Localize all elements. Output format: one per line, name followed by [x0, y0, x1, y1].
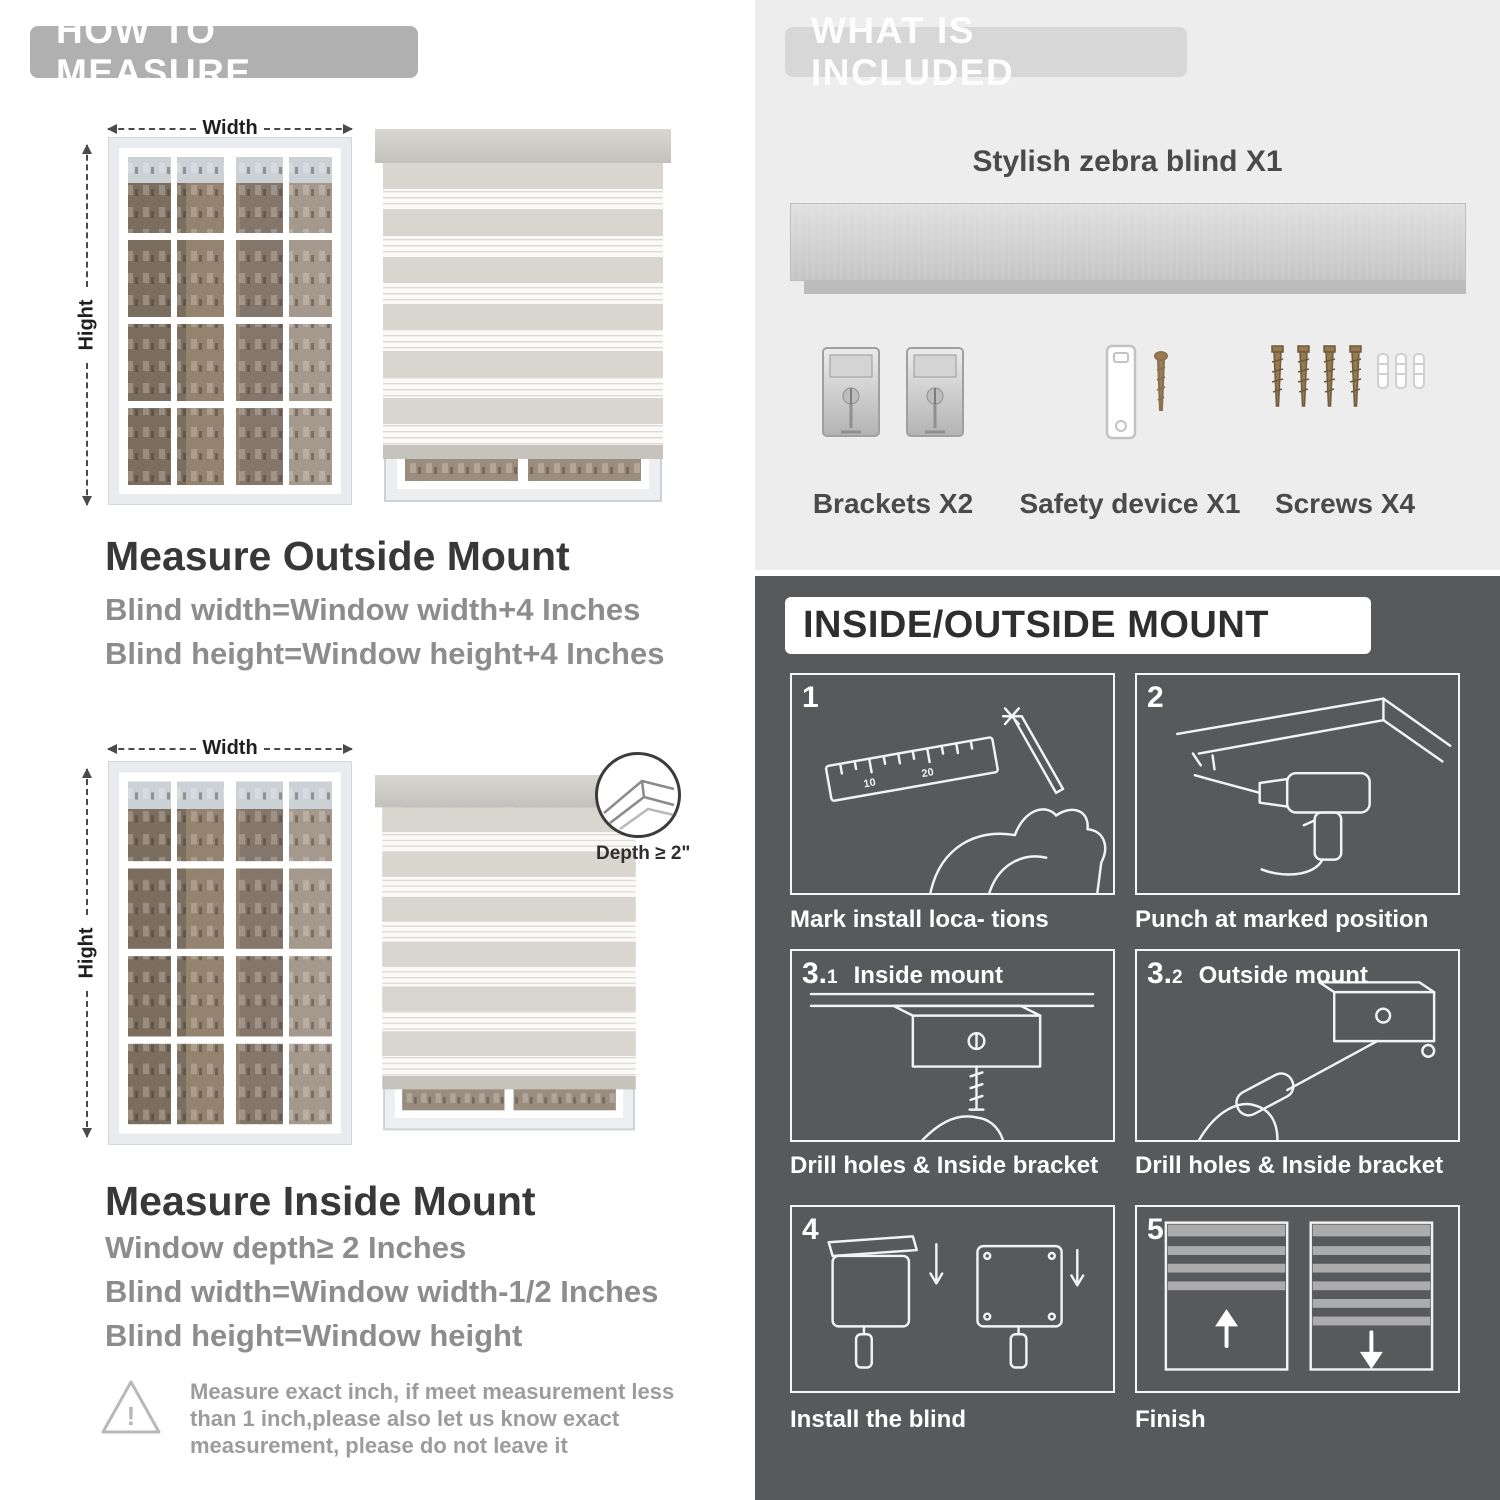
- step-4-art-install-blind: [827, 1235, 1085, 1369]
- step-number-sub: 1: [827, 967, 838, 988]
- step-1-caption: Mark install loca- tions: [790, 906, 1049, 933]
- step-5-caption: Finish: [1135, 1406, 1206, 1433]
- step-3-1-art-inside-bracket: [809, 992, 1095, 1140]
- brackets-label: Brackets X2: [812, 488, 974, 519]
- headrail-image: [790, 203, 1466, 281]
- step-4-number: 4: [802, 1213, 819, 1247]
- step-3-1-number: 3.1 Inside mount: [802, 957, 1003, 991]
- width-arrow-line-left: [106, 123, 197, 134]
- step-2-art-drill: [1175, 697, 1452, 876]
- step-1-number: 1: [802, 681, 819, 715]
- width-arrow-line-left: [106, 743, 197, 754]
- safety-device-icon: [1105, 344, 1168, 440]
- step-3-2-number: 3.2 Outside mount: [1147, 957, 1368, 991]
- note-line: measurement, please do not leave it: [190, 1433, 568, 1458]
- step-number-text: 3.: [1147, 957, 1173, 990]
- step-number-text: 2: [1147, 681, 1164, 714]
- inside-mount-diagram: Width Hight: [70, 725, 680, 1145]
- height-arrow-label: Hight: [75, 299, 98, 351]
- warning-triangle-icon: !: [101, 1380, 161, 1434]
- what-is-included-header: WHAT IS INCLUDED: [785, 10, 1187, 93]
- note-text: Measure exact inch, if meet measurement …: [190, 1378, 674, 1459]
- how-to-measure-header: HOW TO MEASURE: [30, 10, 418, 93]
- step-box-4: 4: [790, 1205, 1115, 1393]
- step-5-art-finish: [1164, 1221, 1434, 1371]
- ruler-mark-10: 10: [863, 777, 877, 791]
- step-5-number: 5: [1147, 1213, 1164, 1247]
- zebra-blind-illustration: [375, 129, 671, 502]
- outside-width-formula: Blind width=Window width+4 Inches: [105, 592, 641, 627]
- step-3-2-caption: Drill holes & Inside bracket: [1135, 1152, 1444, 1179]
- height-arrow-label-wrap: Hight: [76, 921, 98, 985]
- width-arrow: Width: [106, 737, 354, 760]
- outside-mount-diagram: Width Hight: [70, 105, 680, 520]
- width-arrow-line-right: [263, 743, 354, 754]
- safety-device-label: Safety device X1: [1019, 488, 1241, 519]
- width-arrow: Width: [106, 117, 354, 140]
- screws-label: Screws X4: [1274, 488, 1416, 519]
- step-box-3-1: 3.1 Inside mount: [790, 949, 1115, 1142]
- screws-icon: [1271, 345, 1425, 407]
- step-inner-label: Inside mount: [853, 962, 1003, 989]
- step-1-art-mark-locations: 10 20: [824, 707, 1107, 893]
- step-box-1: 1: [790, 673, 1115, 895]
- step-number-sub: 2: [1172, 967, 1183, 988]
- brackets-icon: [822, 347, 964, 437]
- step-4-caption: Install the blind: [790, 1406, 967, 1433]
- mount-guide-panel: INSIDE/OUTSIDE MOUNT 1: [755, 576, 1500, 1500]
- inside-width-formula: Blind width=Window width-1/2 Inches: [105, 1274, 659, 1309]
- step-box-2: 2: [1135, 673, 1460, 895]
- step-inner-label: Outside mount: [1198, 962, 1368, 989]
- zebra-blind-item-label: Stylish zebra blind X1: [972, 145, 1283, 178]
- height-arrow-label: Hight: [75, 927, 98, 979]
- height-arrow-label-wrap: Hight: [76, 293, 98, 357]
- step-number-text: 4: [802, 1213, 819, 1246]
- step-box-5: 5: [1135, 1205, 1460, 1393]
- height-arrow-line-bottom: [82, 991, 92, 1138]
- height-arrow: Hight: [74, 768, 100, 1138]
- depth-magnifier-icon: [595, 752, 681, 838]
- what-is-included-panel: WHAT IS INCLUDED Stylish zebra blind X1: [755, 0, 1500, 570]
- step-2-caption: Punch at marked position: [1135, 906, 1429, 933]
- window-corner-detail: [603, 779, 675, 831]
- inside-depth-formula: Window depth≥ 2 Inches: [105, 1230, 467, 1265]
- inside-mount-title: Measure Inside Mount: [105, 1178, 536, 1224]
- ruler-mark-20: 20: [921, 766, 935, 780]
- step-number-text: 1: [802, 681, 819, 714]
- note-line: Measure exact inch, if meet measurement …: [190, 1379, 675, 1404]
- width-arrow-line-right: [263, 123, 354, 134]
- step-3-2-art-outside-bracket: [1197, 981, 1436, 1140]
- width-arrow-label: Width: [202, 737, 258, 759]
- measure-note: ! Measure exact inch, if meet measuremen…: [100, 1378, 674, 1459]
- note-line: than 1 inch,please also let us know exac…: [190, 1406, 620, 1431]
- step-2-number: 2: [1147, 681, 1164, 715]
- window-illustration: [108, 761, 352, 1145]
- zebra-blind-illustration: [375, 775, 643, 1131]
- headrail-lip: [804, 281, 1466, 294]
- mount-guide-header: INSIDE/OUTSIDE MOUNT: [785, 597, 1371, 654]
- depth-callout-label: Depth ≥ 2": [596, 843, 691, 864]
- inside-height-formula: Blind height=Window height: [105, 1318, 523, 1353]
- mount-guide-header-label: INSIDE/OUTSIDE MOUNT: [803, 604, 1270, 646]
- height-arrow-line-top: [82, 768, 92, 915]
- height-arrow-line-top: [82, 144, 92, 287]
- what-is-included-header-label: WHAT IS INCLUDED: [811, 10, 1015, 93]
- outside-height-formula: Blind height=Window height+4 Inches: [105, 636, 665, 671]
- window-illustration: [108, 137, 352, 505]
- step-box-3-2: 3.2 Outside mount: [1135, 949, 1460, 1142]
- svg-text:!: !: [127, 1401, 136, 1431]
- width-arrow-label: Width: [202, 117, 258, 139]
- step-number-text: 5: [1147, 1213, 1164, 1246]
- step-number-text: 3.: [802, 957, 828, 990]
- step-3-1-caption: Drill holes & Inside bracket: [790, 1152, 1099, 1179]
- height-arrow-line-bottom: [82, 363, 92, 506]
- how-to-measure-header-label: HOW TO MEASURE: [56, 10, 252, 93]
- height-arrow: Hight: [74, 144, 100, 506]
- outside-mount-title: Measure Outside Mount: [105, 533, 570, 579]
